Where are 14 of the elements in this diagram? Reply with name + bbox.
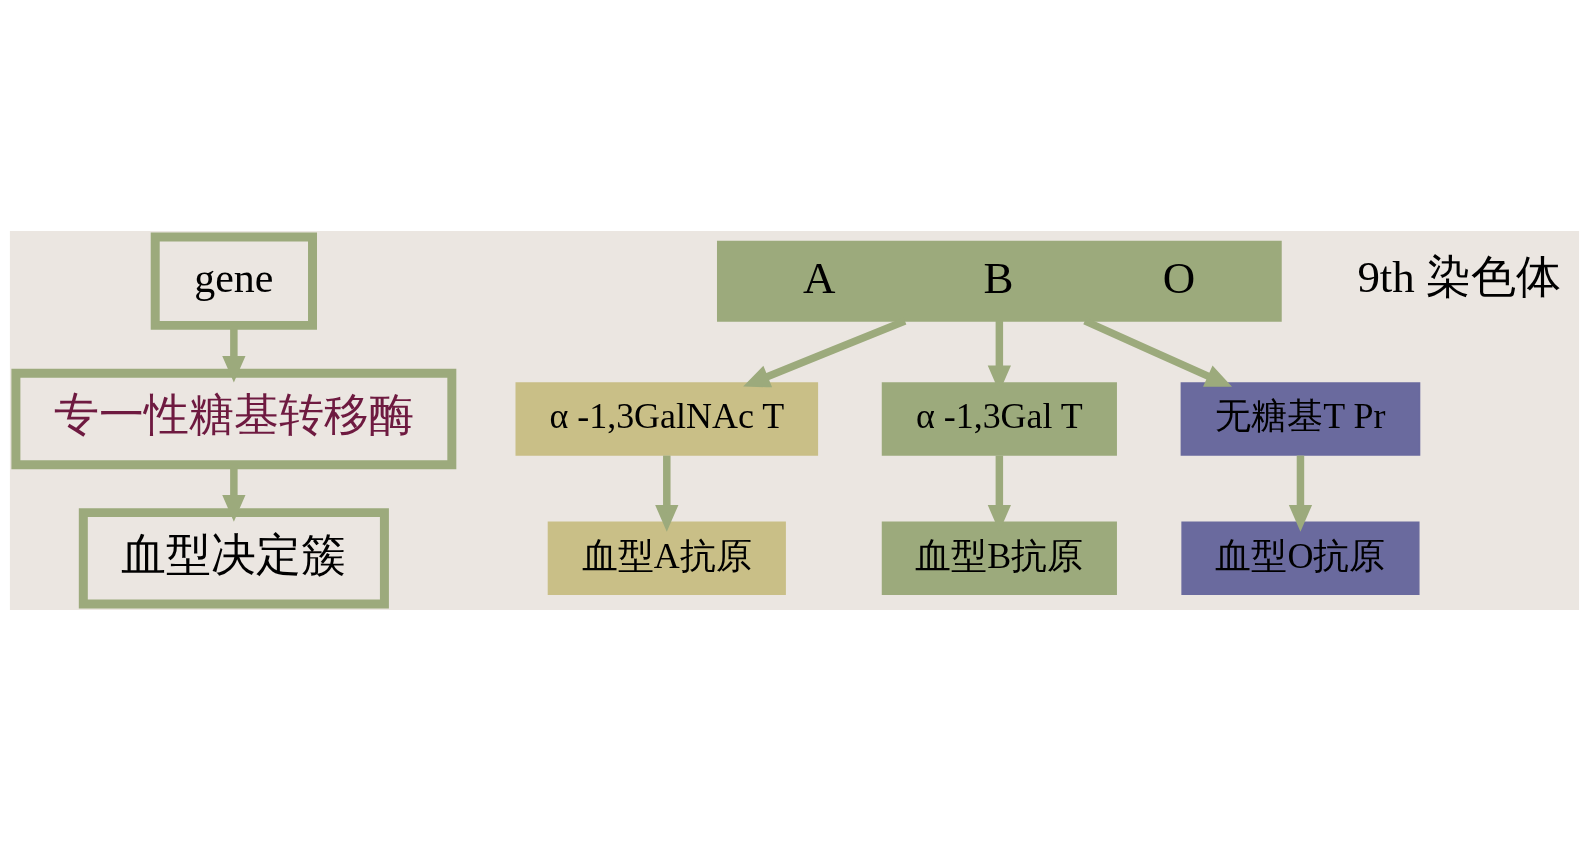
node-box: 血型决定簇 [78, 508, 389, 609]
node-label: 9th 染色体 [1357, 252, 1562, 303]
node-box: 血型O抗原 [1181, 521, 1420, 595]
node-box: α -1,3GalNAc T [515, 382, 819, 456]
node-box: α -1,3Gal T [881, 382, 1117, 456]
arrow [222, 326, 246, 383]
node-box: 血型B抗原 [881, 521, 1117, 595]
node-box: 无糖基T Pr [1180, 382, 1421, 456]
node-box: 血型A抗原 [547, 521, 786, 595]
node-box: gene [150, 232, 317, 330]
arrow [1288, 455, 1313, 532]
node-box: 专一性糖基转移酶 [11, 368, 457, 470]
arrow [655, 455, 679, 532]
node-box: A B O [717, 240, 1282, 322]
